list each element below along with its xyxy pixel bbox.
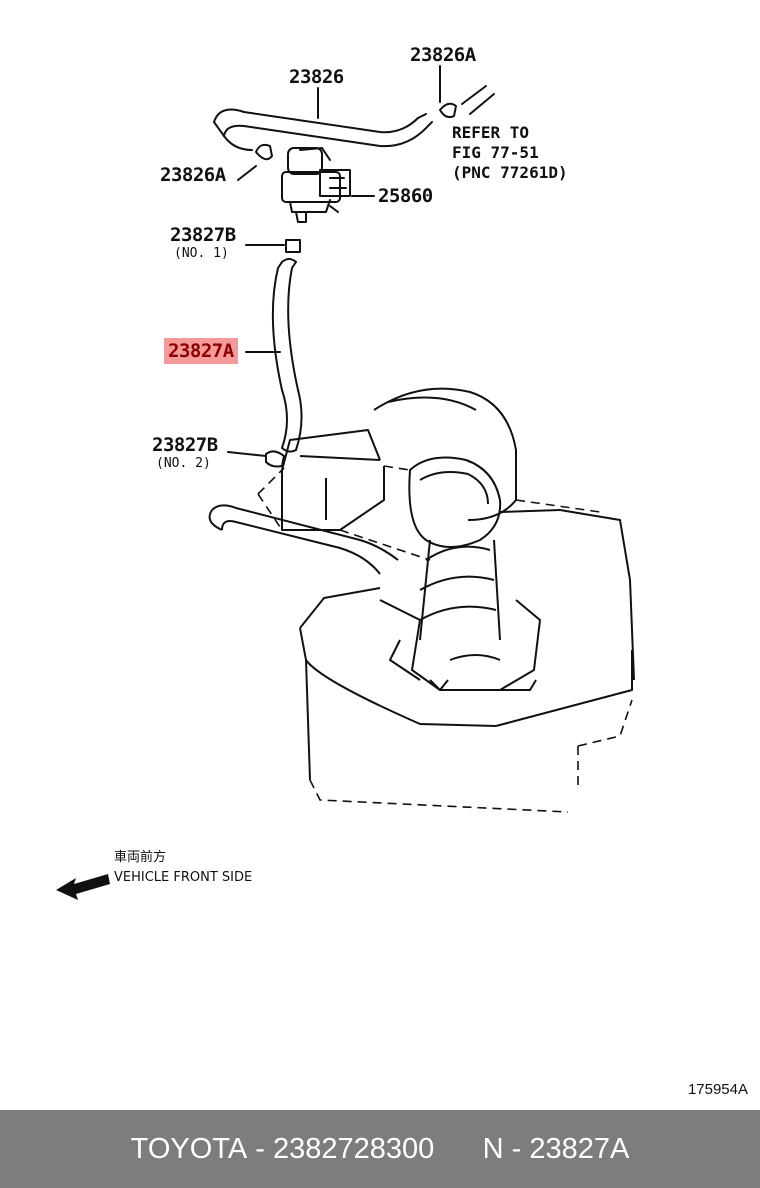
footer-part-number: 2382728300 xyxy=(273,1132,435,1165)
front-label-en: VEHICLE FRONT SIDE xyxy=(114,870,253,885)
footer-part-code: N - 23827A xyxy=(482,1132,630,1165)
callout-23826[interactable]: 23826 xyxy=(289,66,344,88)
callout-23827b-no2[interactable]: 23827B xyxy=(152,434,218,456)
refer-note-line2[interactable]: FIG 77-51 xyxy=(452,143,539,162)
clip-no1-note: (NO. 1) xyxy=(174,246,229,261)
footer-bar: TOYOTA - 2382728300 N - 23827A xyxy=(0,1110,760,1188)
callout-25860[interactable]: 25860 xyxy=(378,185,433,207)
leader-lines xyxy=(227,65,441,457)
clip-no2-shape xyxy=(265,450,285,468)
valve-25860-shape xyxy=(281,147,351,223)
refer-note-line1: REFER TO xyxy=(452,123,530,142)
clamp-left-shape xyxy=(255,143,273,161)
parts-diagram xyxy=(56,65,635,900)
callout-23827a-highlight[interactable]: 23827A xyxy=(164,338,238,364)
footer-gap xyxy=(434,1133,482,1166)
callout-23826a-top[interactable]: 23826A xyxy=(410,44,476,66)
hose-23826-shape xyxy=(213,108,433,151)
front-label-jp: 車両前方 xyxy=(114,850,167,865)
callout-23827b-no1[interactable]: 23827B xyxy=(170,224,236,246)
hose-23827a-shape xyxy=(271,258,303,453)
footer-sep: - xyxy=(247,1132,273,1165)
refer-note-line3[interactable]: (PNC 77261D) xyxy=(452,163,568,182)
clip-no1-shape xyxy=(285,239,301,253)
diagram-id: 175954A xyxy=(687,1081,748,1098)
tank-assembly-shape xyxy=(208,387,635,781)
callout-23826a-left[interactable]: 23826A xyxy=(160,164,226,186)
arrow-left-icon xyxy=(56,874,110,900)
tank-hidden-lines xyxy=(257,465,633,813)
footer-brand: TOYOTA xyxy=(130,1132,248,1165)
pipe-stub-shape xyxy=(439,85,495,119)
clip-no2-note: (NO. 2) xyxy=(156,456,211,471)
